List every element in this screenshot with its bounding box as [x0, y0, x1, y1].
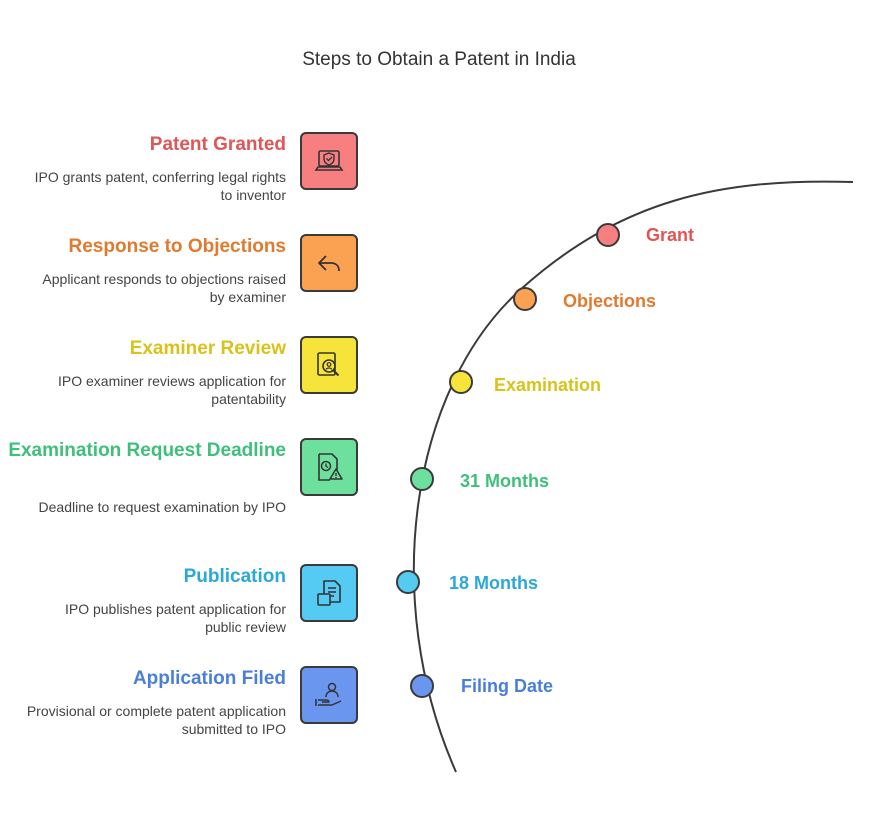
tile-examination-request-deadline: [300, 438, 358, 496]
tile-response-to-objections: [300, 234, 358, 292]
step-title-publication: Publication: [6, 565, 286, 589]
marker-label-18-months: 18 Months: [449, 572, 538, 594]
step-title-examination-request-deadline: Examination Request Deadline: [6, 439, 286, 463]
step-desc-application-filed: Provisional or complete patent applicati…: [26, 702, 286, 738]
marker-dot-objections: [514, 288, 536, 310]
document-magnifier-icon: [311, 347, 347, 383]
documents-icon: [311, 575, 347, 611]
tile-application-filed: [300, 666, 358, 724]
step-title-patent-granted: Patent Granted: [6, 133, 286, 157]
tile-publication: [300, 564, 358, 622]
laptop-shield-icon: [311, 143, 347, 179]
marker-label-filing-date: Filing Date: [461, 675, 553, 697]
tile-examiner-review: [300, 336, 358, 394]
hand-person-icon: [311, 677, 347, 713]
marker-label-grant: Grant: [646, 224, 694, 246]
marker-dot-filing-date: [411, 675, 433, 697]
step-desc-response-to-objections: Applicant responds to objections raised …: [26, 270, 286, 306]
step-desc-publication: IPO publishes patent application for pub…: [26, 600, 286, 636]
step-desc-patent-granted: IPO grants patent, conferring legal righ…: [26, 168, 286, 204]
document-clock-warning-icon: [311, 449, 347, 485]
step-title-response-to-objections: Response to Objections: [6, 235, 286, 259]
reply-arrow-icon: [311, 245, 347, 281]
tile-patent-granted: [300, 132, 358, 190]
step-desc-examiner-review: IPO examiner reviews application for pat…: [26, 372, 286, 408]
marker-dot-18-months: [397, 571, 419, 593]
step-desc-examination-request-deadline: Deadline to request examination by IPO: [26, 498, 286, 516]
marker-label-31-months: 31 Months: [460, 470, 549, 492]
marker-dot-examination: [450, 371, 472, 393]
step-title-application-filed: Application Filed: [6, 667, 286, 691]
step-title-examiner-review: Examiner Review: [6, 337, 286, 361]
marker-label-objections: Objections: [563, 290, 656, 312]
marker-dot-31-months: [411, 468, 433, 490]
marker-label-examination: Examination: [494, 374, 601, 396]
marker-dot-grant: [597, 224, 619, 246]
